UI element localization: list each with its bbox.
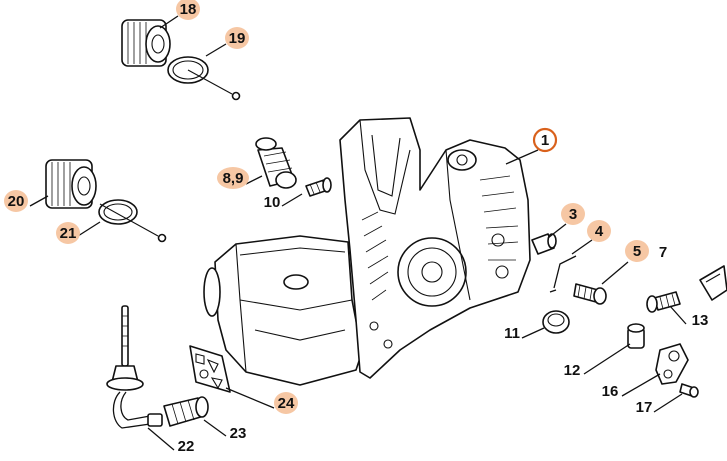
screw-part-5 <box>573 283 607 305</box>
screw-part-13 <box>646 291 681 313</box>
callout-23: 23 <box>230 425 247 442</box>
callout-highlight <box>176 0 200 20</box>
callout-highlight <box>4 190 28 212</box>
callout-number: 22 <box>178 438 195 455</box>
sleeve-part <box>531 233 557 255</box>
callout-highlight <box>587 220 611 242</box>
callout-number: 12 <box>564 362 581 379</box>
callout-16: 16 <box>602 383 619 400</box>
callout-18: 18 <box>176 0 200 20</box>
callout-highlight <box>625 240 649 262</box>
callout-number: 1 <box>541 132 549 149</box>
callout-number: 18 <box>180 1 197 18</box>
callout-21: 21 <box>56 222 80 244</box>
plug-part <box>542 310 570 334</box>
callout-number: 7 <box>659 244 667 261</box>
callout-3: 3 <box>561 203 585 225</box>
callout-highlight <box>217 167 249 189</box>
callout-7: 7 <box>659 244 667 261</box>
callout-number: 10 <box>264 194 281 211</box>
screw-part <box>305 177 332 197</box>
oil-pump-part-alt <box>45 159 167 243</box>
callout-number: 23 <box>230 425 247 442</box>
callout-number: 24 <box>278 395 295 412</box>
callout-22: 22 <box>178 438 195 455</box>
oil-pump-part <box>121 19 241 101</box>
callout-5: 5 <box>625 240 649 262</box>
callout-10: 10 <box>264 194 281 211</box>
callout-8-9: 8,9 <box>217 167 249 189</box>
callout-number: 17 <box>636 399 653 416</box>
callout-24: 24 <box>274 392 298 414</box>
pickup-hose-part <box>106 305 163 429</box>
callout-number: 4 <box>595 223 604 240</box>
bracket-part <box>699 265 727 301</box>
callout-number: 21 <box>60 225 77 242</box>
callout-19: 19 <box>225 27 249 49</box>
callout-12: 12 <box>564 362 581 379</box>
callout-11: 11 <box>504 325 520 342</box>
callout-4: 4 <box>587 220 611 242</box>
callout-number: 16 <box>602 383 619 400</box>
spring-part <box>549 255 577 293</box>
callout-highlight <box>56 222 80 244</box>
callout-20: 20 <box>4 190 28 212</box>
callout-number: 3 <box>569 206 577 223</box>
callout-number: 5 <box>633 243 641 260</box>
callout-highlight <box>225 27 249 49</box>
callout-13: 13 <box>692 312 709 329</box>
nut-part <box>627 323 645 349</box>
screw-part-17 <box>679 383 699 398</box>
clamp-part <box>655 343 689 385</box>
callout-1: 1 <box>532 127 558 153</box>
callout-number: 8,9 <box>223 170 244 187</box>
warning-label-part <box>189 345 231 393</box>
callout-highlight <box>561 203 585 225</box>
callout-highlight <box>274 392 298 414</box>
callout-17: 17 <box>636 399 653 416</box>
callout-number: 11 <box>504 325 520 342</box>
callout-number: 13 <box>692 312 709 329</box>
callout-number: 20 <box>8 193 25 210</box>
buffer-part <box>255 137 297 189</box>
crankcase-housing <box>203 117 531 386</box>
filter-part <box>163 396 209 427</box>
callout-number: 19 <box>229 30 246 47</box>
callout-selected-ring <box>532 127 558 153</box>
leader-lines <box>29 15 687 451</box>
